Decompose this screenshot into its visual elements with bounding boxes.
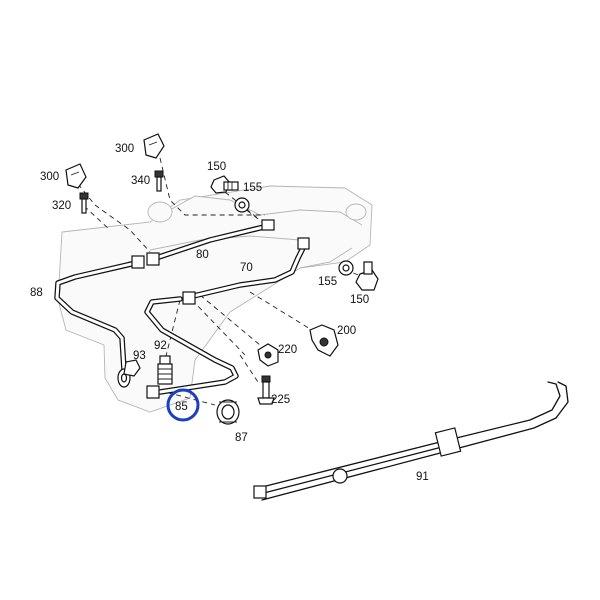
label-91[interactable]: 91 (416, 471, 429, 483)
pipe-85 (144, 296, 239, 399)
bracket-200 (309, 324, 339, 357)
label-320[interactable]: 320 (52, 200, 71, 212)
screw-92 (157, 355, 173, 385)
label-300-left[interactable]: 300 (40, 171, 59, 183)
pipe-80 (146, 219, 275, 266)
label-300-upper[interactable]: 300 (115, 143, 134, 155)
label-88[interactable]: 88 (30, 287, 43, 299)
pipe-70 (182, 237, 310, 305)
banjo-bolt-150-upper (210, 175, 239, 194)
label-150-upper[interactable]: 150 (207, 161, 226, 173)
grommet-87 (216, 399, 240, 425)
banjo-bolt-150-lower (355, 261, 379, 291)
highlight-circle (166, 388, 200, 422)
washer-155-lower (338, 260, 354, 276)
label-150-lower[interactable]: 150 (350, 294, 369, 306)
bolt-225 (257, 375, 275, 405)
label-80[interactable]: 80 (196, 249, 209, 261)
label-70[interactable]: 70 (240, 262, 253, 274)
label-220[interactable]: 220 (278, 344, 297, 356)
clip-300-upper (143, 133, 165, 159)
label-200[interactable]: 200 (337, 325, 356, 337)
bolt-320 (79, 192, 89, 214)
transmission-housing-outline (57, 185, 373, 413)
clip-300-left (65, 163, 87, 189)
tube-91 (253, 381, 569, 501)
label-93[interactable]: 93 (133, 350, 146, 362)
label-92[interactable]: 92 (154, 340, 167, 352)
fitting-93 (123, 359, 141, 377)
clip-220 (257, 343, 279, 367)
label-155-upper[interactable]: 155 (243, 182, 262, 194)
label-340[interactable]: 340 (131, 175, 150, 187)
washer-155-upper (234, 197, 250, 213)
label-225[interactable]: 225 (271, 394, 290, 406)
label-155-lower[interactable]: 155 (318, 276, 337, 288)
bolt-340 (154, 170, 164, 192)
label-87[interactable]: 87 (235, 432, 248, 444)
label-85[interactable]: 85 (175, 401, 188, 413)
